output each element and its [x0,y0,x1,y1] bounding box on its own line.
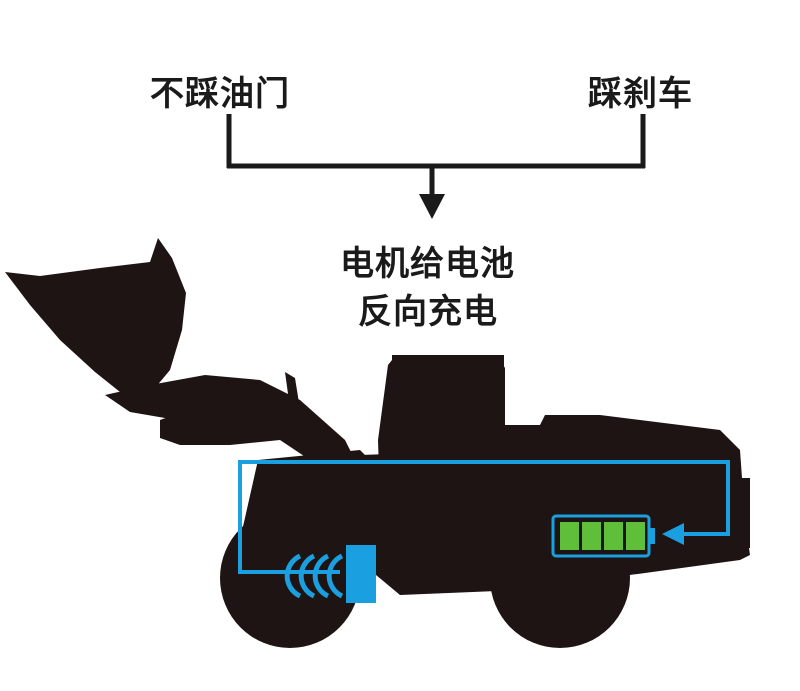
motor-wave-3 [312,553,330,599]
battery-icon [551,514,655,558]
arrow-left-icon [662,523,684,545]
front-wheel [220,508,360,648]
battery-cell-3 [604,522,623,550]
battery-cell-1 [560,522,579,550]
electric-motor-icon [284,545,376,603]
connector-lines [226,114,646,196]
tilt-cylinder [285,372,305,445]
motor-wave-2 [298,553,316,599]
result-label-line1: 电机给电池 [340,244,515,284]
articulation-joint [395,510,435,590]
arrow-down-icon [419,194,445,219]
motor-body [346,545,376,603]
boom-link [160,398,295,445]
battery-terminal [649,528,655,544]
energy-flow-loop [238,460,730,574]
battery-cell-4 [626,522,645,550]
battery-cell-2 [582,522,601,550]
counterweight [742,478,750,548]
bucket [5,238,186,395]
brake-label: 踩刹车 [588,74,693,114]
motor-wave-1 [284,553,302,599]
result-label-line2: 反向充电 [358,292,498,332]
cab-roof [392,355,504,369]
no-throttle-label: 不踩油门 [150,74,290,114]
motor-wave-4 [326,553,344,599]
flow-line [238,460,730,574]
